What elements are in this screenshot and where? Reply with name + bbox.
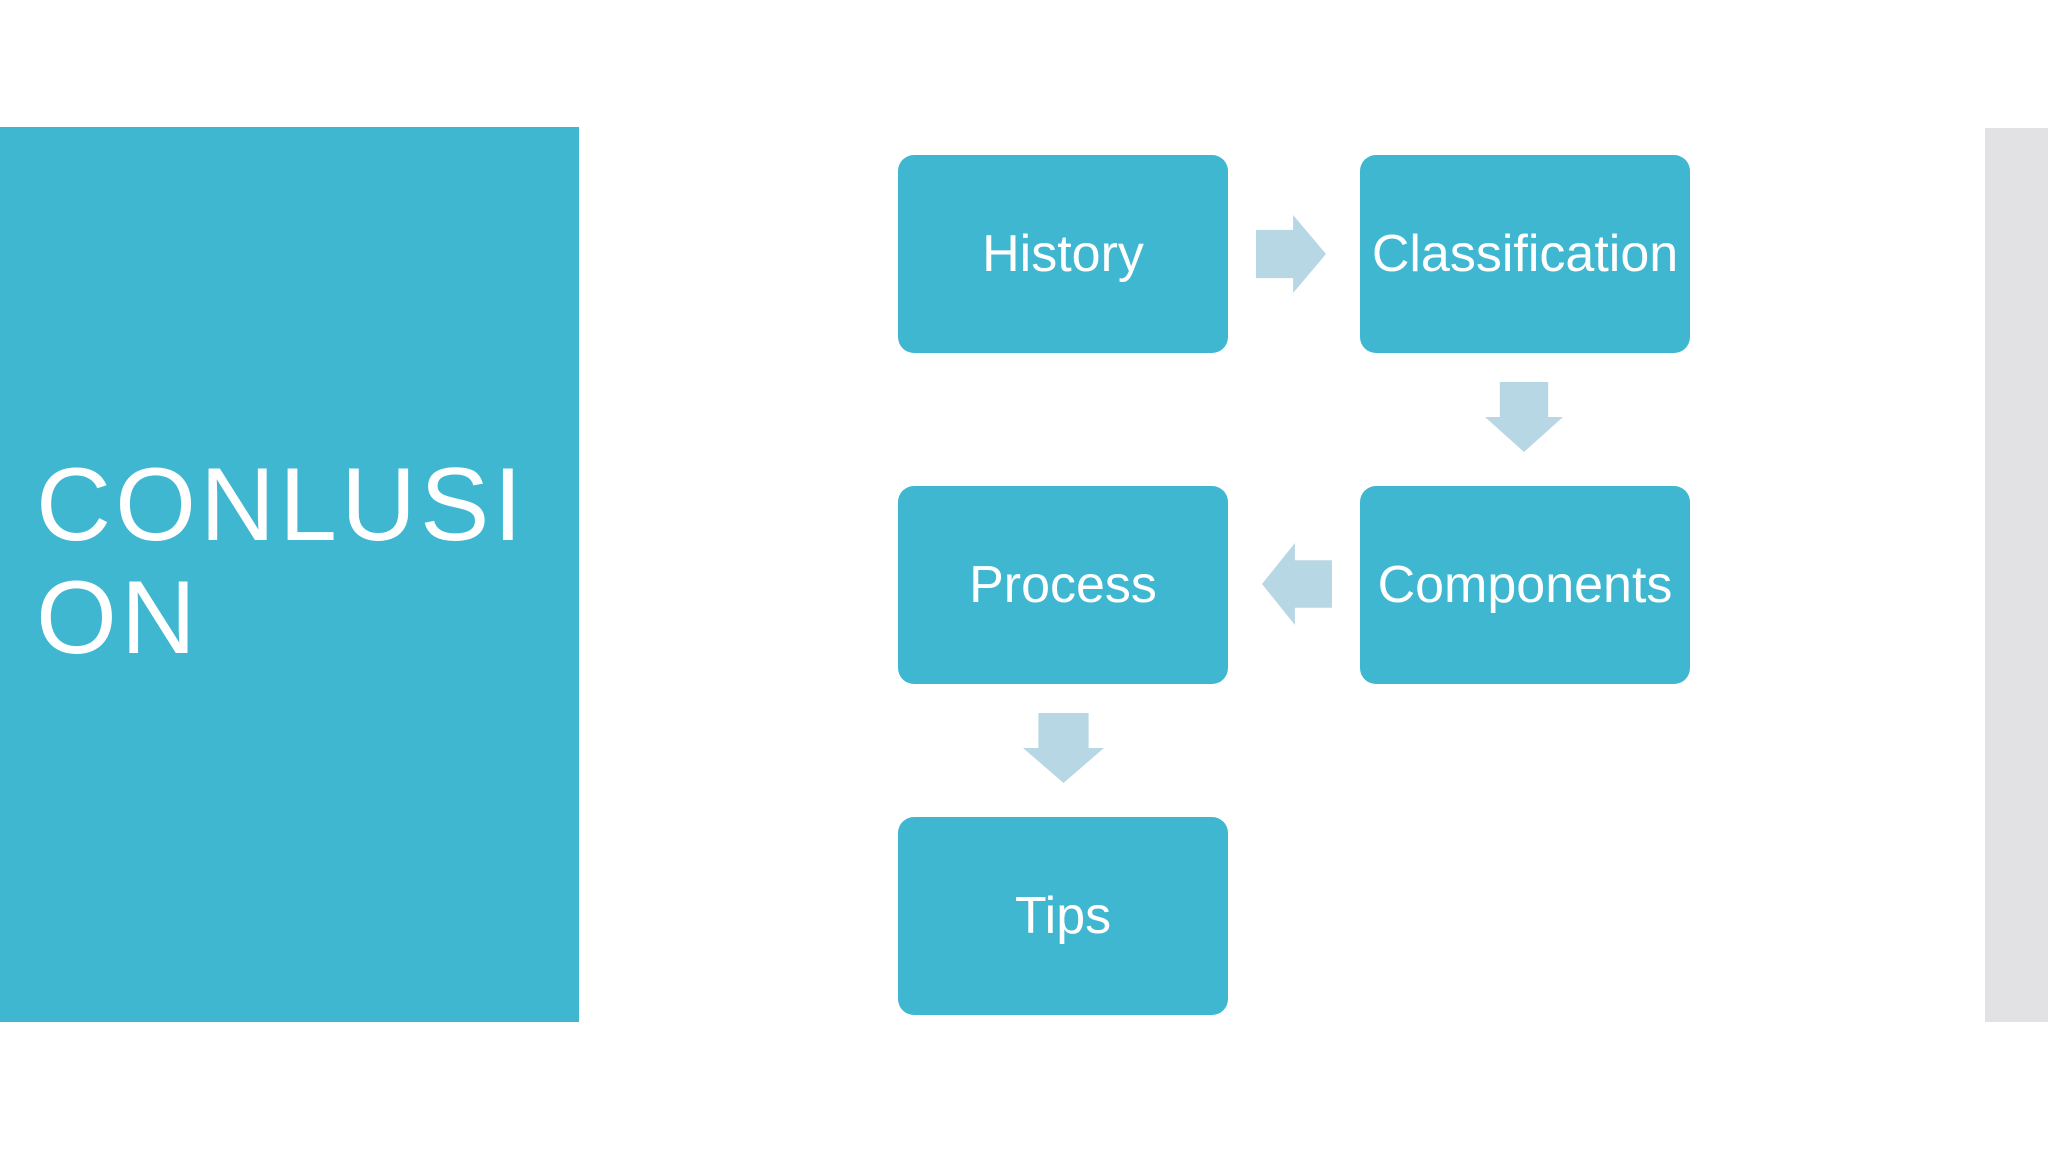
slide-title-line-1: CONLUSI [36,447,527,563]
flow-node-classification: Classification [1360,155,1690,353]
arrow-left-icon [1262,543,1332,625]
arrow-down-icon [1485,382,1563,452]
slide-title-line-2: ON [36,560,200,676]
flow-node-components: Components [1360,486,1690,684]
flow-node-label: Components [1377,556,1673,614]
arrow-down-icon [1023,713,1104,783]
arrow-right-icon [1256,215,1326,293]
flow-node-label: Classification [1371,225,1679,283]
flow-node-label: Tips [1014,887,1112,945]
flow-node-process: Process [898,486,1228,684]
slide-title: CONLUSI ON [36,449,559,675]
flow-node-history: History [898,155,1228,353]
title-panel: CONLUSI ON [0,127,579,1022]
flow-node-label: History [982,225,1144,283]
flow-node-label: Process [969,556,1157,614]
flow-node-tips: Tips [898,817,1228,1015]
right-edge-strip [1985,128,2048,1022]
